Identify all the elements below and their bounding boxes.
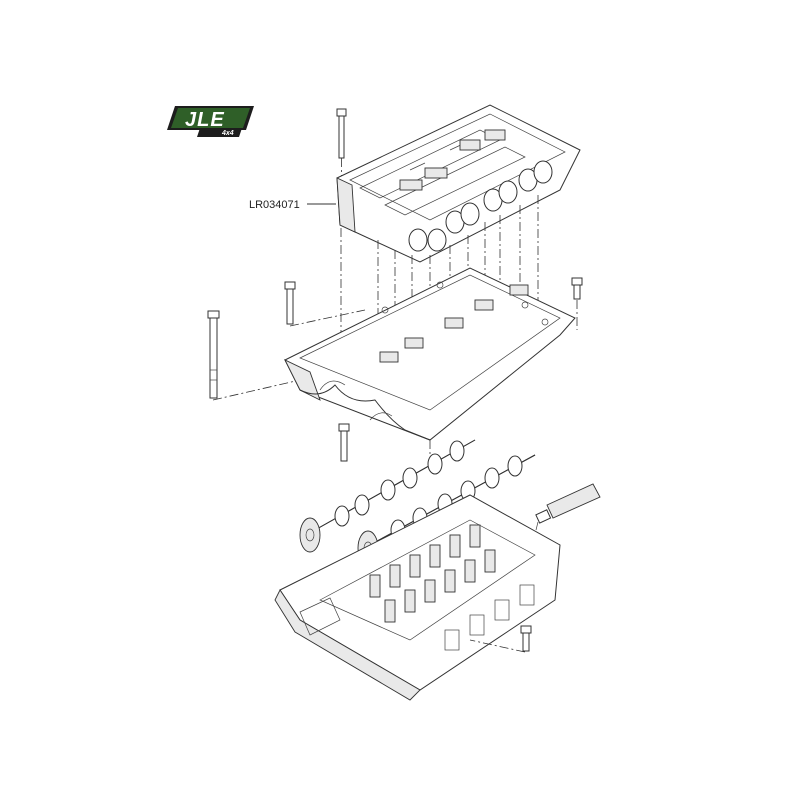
valve-springs: [369, 524, 496, 623]
left-long-bolt: [207, 310, 301, 401]
head-small-bolt: [469, 625, 532, 653]
mid-bolt: [284, 281, 366, 327]
carrier-lifters: [399, 129, 553, 252]
cylinder-head: [274, 494, 561, 701]
sealant-tube: [535, 483, 601, 531]
camshaft-carrier: [336, 104, 581, 263]
bearing-ladder: [284, 267, 576, 470]
lower-bolt: [338, 423, 350, 462]
part-number-label: LR034071: [249, 199, 300, 211]
right-small-bolt: [571, 277, 583, 330]
jle-logo: JLE 4x4: [167, 106, 254, 137]
logo-main-text: JLE: [185, 109, 225, 131]
logo-sub-text: 4x4: [221, 130, 234, 137]
camshaft-left: [299, 439, 476, 553]
